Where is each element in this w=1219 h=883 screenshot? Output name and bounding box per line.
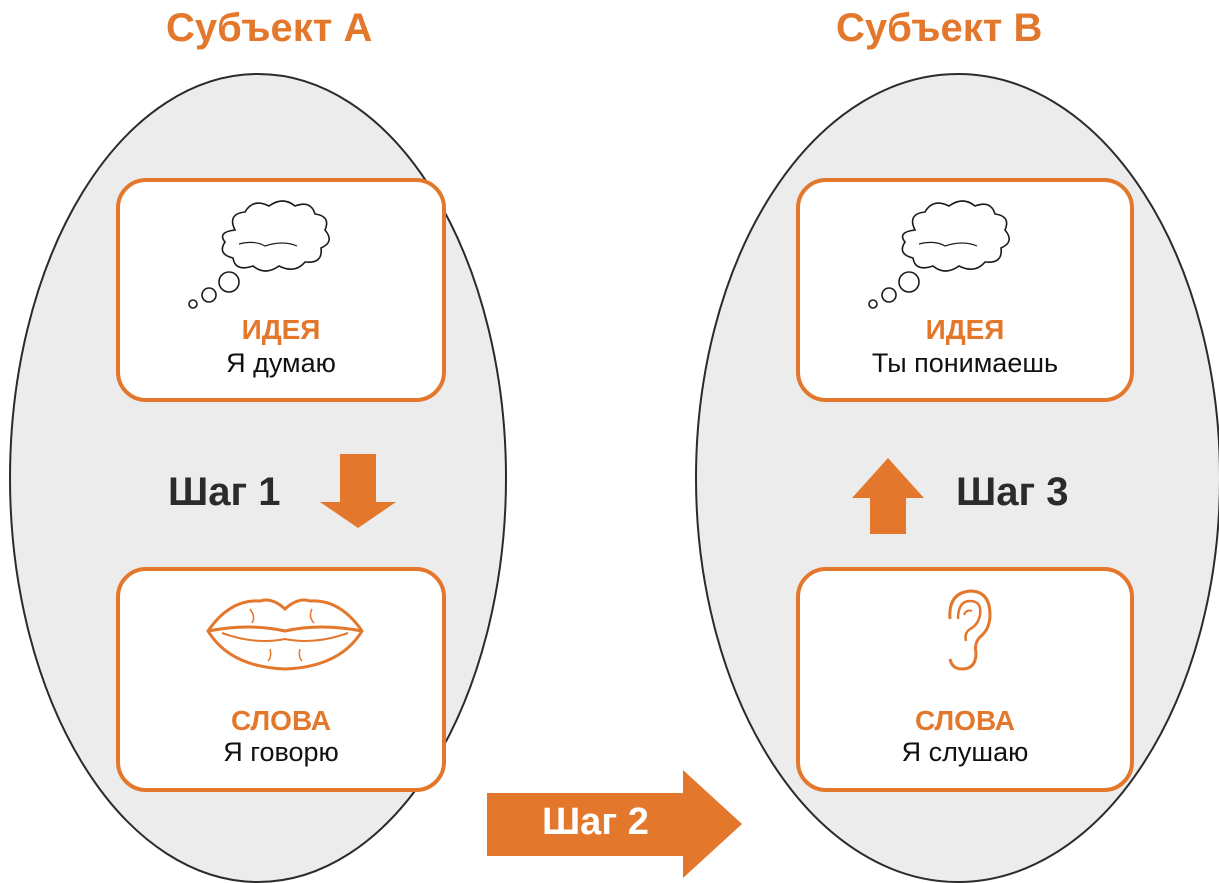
subject-b-title: Субъект В bbox=[836, 6, 1043, 50]
step1-label: Шаг 1 bbox=[168, 470, 281, 514]
subject-a-idea-card: ИДЕЯ Я думаю bbox=[116, 178, 446, 402]
lips-icon bbox=[206, 598, 364, 671]
subject-b-words-text: Я слушаю bbox=[901, 737, 1029, 767]
subject-b-idea-heading: ИДЕЯ bbox=[925, 314, 1005, 345]
step3-label: Шаг 3 bbox=[956, 470, 1069, 514]
subject-b-words-heading: СЛОВА bbox=[915, 705, 1015, 736]
subject-b-words-card: СЛОВА Я слушаю bbox=[796, 567, 1134, 792]
subject-a-words-heading: СЛОВА bbox=[231, 705, 331, 736]
step1-arrow-down bbox=[320, 454, 396, 528]
subject-b-idea-card: ИДЕЯ Ты понимаешь bbox=[796, 178, 1134, 402]
subject-a-idea-text: Я думаю bbox=[226, 348, 336, 378]
step2-label: Шаг 2 bbox=[542, 801, 649, 843]
step2-arrow-right bbox=[487, 770, 742, 878]
subject-a-words-card: СЛОВА Я говорю bbox=[116, 567, 446, 792]
subject-a-title: Субъект А bbox=[166, 6, 373, 50]
thought-cloud-icon bbox=[868, 200, 1010, 309]
thought-cloud-icon bbox=[188, 200, 330, 309]
ear-icon bbox=[948, 589, 992, 671]
subject-a-words-text: Я говорю bbox=[223, 737, 339, 767]
step3-arrow-up bbox=[852, 458, 924, 534]
subject-b-idea-text: Ты понимаешь bbox=[871, 348, 1059, 378]
subject-a-idea-heading: ИДЕЯ bbox=[241, 314, 321, 345]
